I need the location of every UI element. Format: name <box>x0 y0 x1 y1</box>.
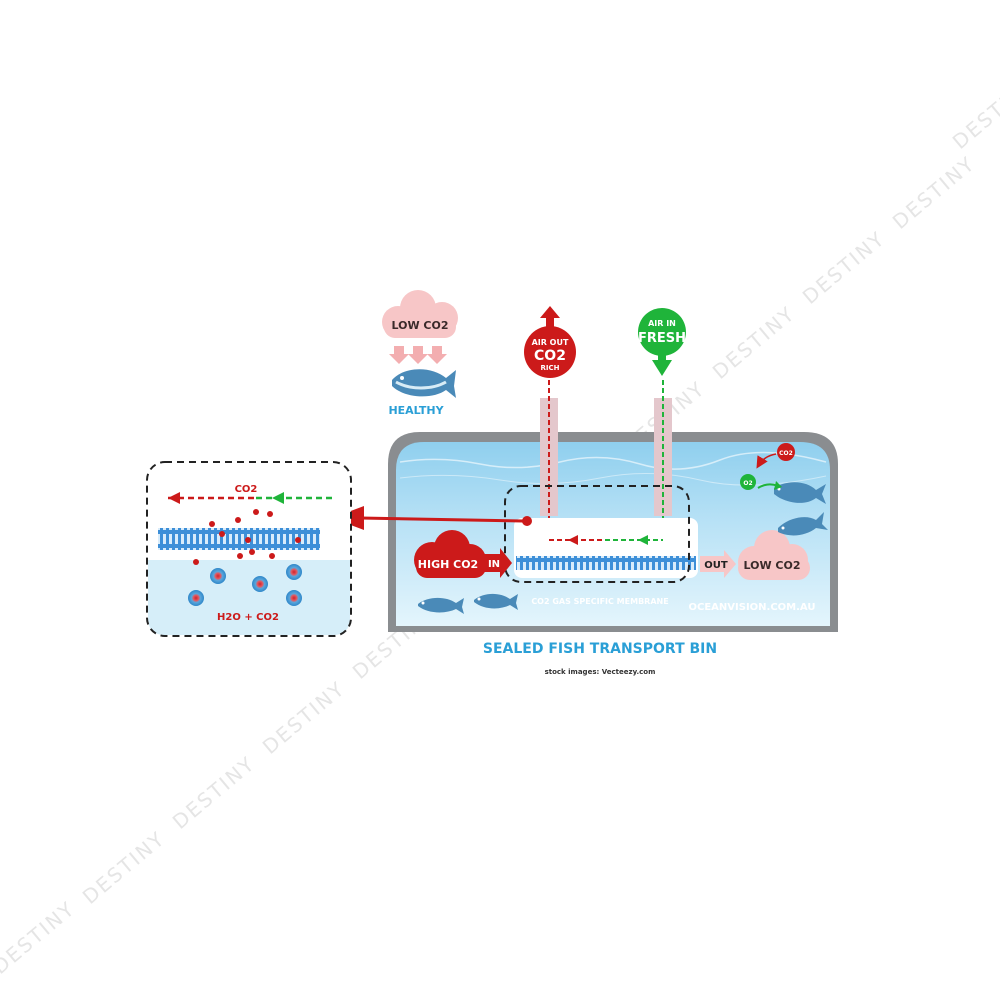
zoom-region-box <box>504 485 690 583</box>
air-out-group: AIR OUT CO2 RICH <box>524 306 576 378</box>
membrane-strip <box>516 556 696 570</box>
in-arrow-icon <box>484 548 512 578</box>
membrane-label: CO2 GAS SPECIFIC MEMBRANE <box>531 597 668 606</box>
in-label: IN <box>488 559 500 570</box>
air-in-group: AIR IN FRESH <box>638 308 686 376</box>
co2-bubble-label: CO2 <box>779 450 793 457</box>
watermark-text: DESTINY <box>168 751 260 834</box>
co2-molecules <box>188 564 302 606</box>
inset-water-label: H2O + CO2 <box>217 612 279 623</box>
low-co2-label-bin: LOW CO2 <box>743 559 800 572</box>
co2-bubble <box>777 443 795 461</box>
healthy-label: HEALTHY <box>388 404 444 417</box>
air-in-arrow-icon <box>652 360 672 376</box>
fish-icon <box>474 593 518 610</box>
fish-icon <box>418 597 464 614</box>
high-co2-cloud: HIGH CO2 <box>414 530 486 578</box>
air-out-line1: AIR OUT <box>532 338 569 347</box>
diagram-title: SEALED FISH TRANSPORT BIN <box>483 641 717 657</box>
air-in-line1: AIR IN <box>648 319 676 328</box>
watermark-text: DESTINY <box>888 151 980 234</box>
watermark-text: DESTINY <box>0 896 80 979</box>
watermark-text: DESTINY <box>78 826 170 909</box>
air-out-line3: RICH <box>541 364 560 372</box>
watermark-text: DESTINY <box>798 226 890 309</box>
o2-bubble-label: O2 <box>743 480 752 487</box>
air-in-line2: FRESH <box>638 331 686 346</box>
healthy-fish-group: LOW CO2 HEALTHY <box>382 290 458 417</box>
website-label: OCEANVISION.COM.AU <box>689 602 816 613</box>
air-out-arrow-icon <box>540 306 560 318</box>
co2-dots <box>193 509 301 565</box>
watermark-text: DESTINY <box>948 71 1000 154</box>
o2-bubble <box>740 474 756 490</box>
fish-icon <box>778 512 828 536</box>
watermark-text: DESTINY <box>708 301 800 384</box>
low-co2-label-top: LOW CO2 <box>391 319 448 332</box>
inset-co2-label: CO2 <box>235 484 258 495</box>
low-co2-cloud-top: LOW CO2 <box>382 290 458 338</box>
low-co2-cloud-bin: LOW CO2 <box>738 530 810 580</box>
inset-membrane-strip <box>158 528 320 550</box>
fish-icon <box>774 482 826 504</box>
air-out-line2: CO2 <box>534 348 566 364</box>
healthy-fish-icon <box>392 369 456 398</box>
high-co2-label: HIGH CO2 <box>418 558 478 571</box>
down-arrows <box>389 346 447 364</box>
watermark-text: DESTINY <box>258 676 350 759</box>
out-label: OUT <box>704 560 728 571</box>
credit-label: stock images: Vecteezy.com <box>545 668 656 676</box>
fish-transport-bin: HIGH CO2 IN OUT LOW CO2 <box>388 380 838 632</box>
membrane-detail-inset: CO2 H2O + CO2 <box>146 461 352 637</box>
out-arrow-icon <box>700 550 736 578</box>
